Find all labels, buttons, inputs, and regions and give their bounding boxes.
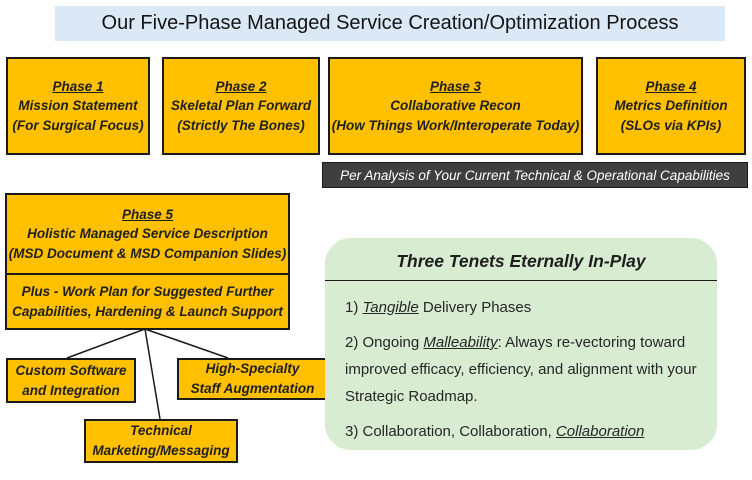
phase-2-box: Phase 2 Skeletal Plan Forward (Strictly … [162, 57, 320, 155]
connector-line-left [66, 328, 146, 359]
phase-4-box: Phase 4 Metrics Definition (SLOs via KPI… [596, 57, 746, 155]
phase-4-line2: (SLOs via KPIs) [620, 117, 722, 133]
phase-4-line1: Metrics Definition [614, 98, 728, 114]
connector-line-middle [144, 328, 161, 420]
phase-2-line1: Skeletal Plan Forward [170, 98, 312, 114]
phase-1-box: Phase 1 Mission Statement (For Surgical … [6, 57, 150, 155]
addon-box-technical-marketing: Technical Marketing/Messaging [84, 419, 238, 463]
addon-staff-augmentation-line2: Staff Augmentation [190, 381, 315, 396]
phase-3-line2: (How Things Work/Interoperate Today) [331, 117, 580, 133]
plus-line1: Plus - Work Plan for Suggested Further [21, 283, 274, 299]
phase-2-line2: (Strictly The Bones) [177, 117, 305, 133]
phase-3-box: Phase 3 Collaborative Recon (How Things … [328, 57, 583, 155]
phase-5-box: Phase 5 Holistic Managed Service Descrip… [5, 193, 290, 275]
addon-technical-marketing-line2: Marketing/Messaging [92, 443, 230, 458]
addon-box-staff-augmentation: High-Specialty Staff Augmentation [177, 358, 328, 400]
tenet-item-1: 1) Tangible Delivery Phases [345, 299, 532, 316]
tenet-item-3: 3) Collaboration, Collaboration, Collabo… [345, 423, 645, 440]
tenet-item-2: 2) Ongoing Malleability: Always re-vecto… [345, 334, 697, 405]
phase-3-heading: Phase 3 [429, 78, 482, 94]
connector-lines [66, 328, 229, 420]
phase-5-heading: Phase 5 [121, 206, 174, 222]
analysis-banner: Per Analysis of Your Current Technical &… [322, 162, 748, 188]
phase-4-heading: Phase 4 [645, 78, 697, 94]
tenets-list: 1) Tangible Delivery Phases 2) Ongoing M… [345, 294, 697, 450]
addon-custom-software-line2: and Integration [22, 382, 120, 398]
tenets-divider [325, 280, 717, 281]
phase-5-line1: Holistic Managed Service Description [27, 226, 268, 242]
tenets-title: Three Tenets Eternally In-Play [396, 250, 646, 271]
phase-2-heading: Phase 2 [215, 78, 267, 94]
plus-line2: Capabilities, Hardening & Launch Support [12, 303, 283, 319]
phase-1-line1: Mission Statement [18, 98, 138, 114]
phase-5-line2: (MSD Document & MSD Companion Slides) [8, 245, 287, 261]
addon-custom-software-line1: Custom Software [15, 362, 127, 378]
phase-1-heading: Phase 1 [52, 78, 104, 94]
connector-line-right [144, 328, 229, 359]
tenets-panel [325, 238, 717, 450]
addon-technical-marketing-line1: Technical [130, 423, 192, 439]
plus-work-plan-box: Plus - Work Plan for Suggested Further C… [5, 273, 290, 330]
phase-1-line2: (For Surgical Focus) [12, 117, 144, 133]
slide-title: Our Five-Phase Managed Service Creation/… [55, 6, 725, 41]
addon-staff-augmentation-line1: High-Specialty [205, 361, 300, 377]
phase-3-line1: Collaborative Recon [390, 98, 521, 114]
addon-box-custom-software: Custom Software and Integration [6, 358, 136, 403]
